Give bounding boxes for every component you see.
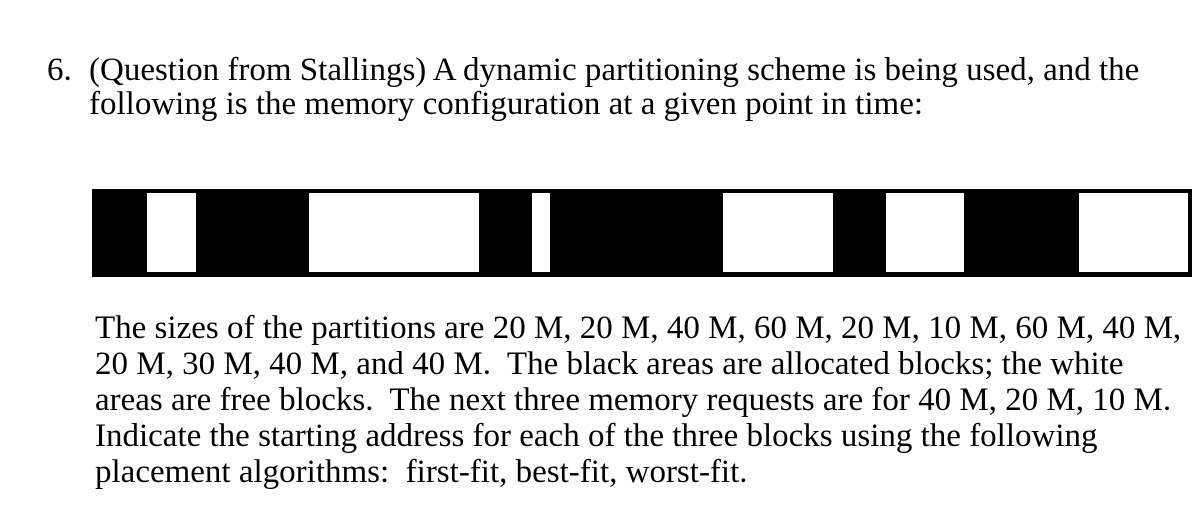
memory-configuration-bar: [92, 189, 1192, 277]
question-block: 6. (Question from Stallings) A dynamic p…: [47, 53, 1139, 121]
question-body: The sizes of the partitions are 20 M, 20…: [95, 310, 1181, 490]
partition-1-20m-allocated: [92, 193, 147, 272]
body-line-1: The sizes of the partitions are 20 M, 20…: [95, 310, 1182, 346]
question-line-2: following is the memory configuration at…: [89, 86, 924, 122]
partition-5-20m-allocated: [479, 193, 532, 272]
body-line-3: areas are free blocks. The next three me…: [95, 382, 1172, 418]
partition-3-40m-allocated: [196, 193, 309, 272]
question-text: (Question from Stallings) A dynamic part…: [89, 53, 1139, 121]
partition-10-30m-free: [886, 193, 964, 272]
partition-8-40m-free: [723, 193, 833, 272]
question-line-1: (Question from Stallings) A dynamic part…: [89, 52, 1140, 88]
body-line-5: placement algorithms: first-fit, best-fi…: [95, 454, 748, 490]
body-line-2: 20 M, 30 M, 40 M, and 40 M. The black ar…: [95, 346, 1124, 382]
partition-7-60m-allocated: [550, 193, 723, 272]
body-line-4: Indicate the starting address for each o…: [95, 418, 1098, 454]
partition-11-40m-allocated: [964, 193, 1079, 272]
partition-12-40m-free: [1079, 193, 1188, 272]
question-number: 6.: [47, 52, 72, 88]
partition-4-60m-free: [309, 193, 479, 272]
partition-6-10m-free: [532, 193, 550, 272]
partition-2-20m-free: [147, 193, 196, 272]
partition-9-20m-allocated: [833, 193, 886, 272]
